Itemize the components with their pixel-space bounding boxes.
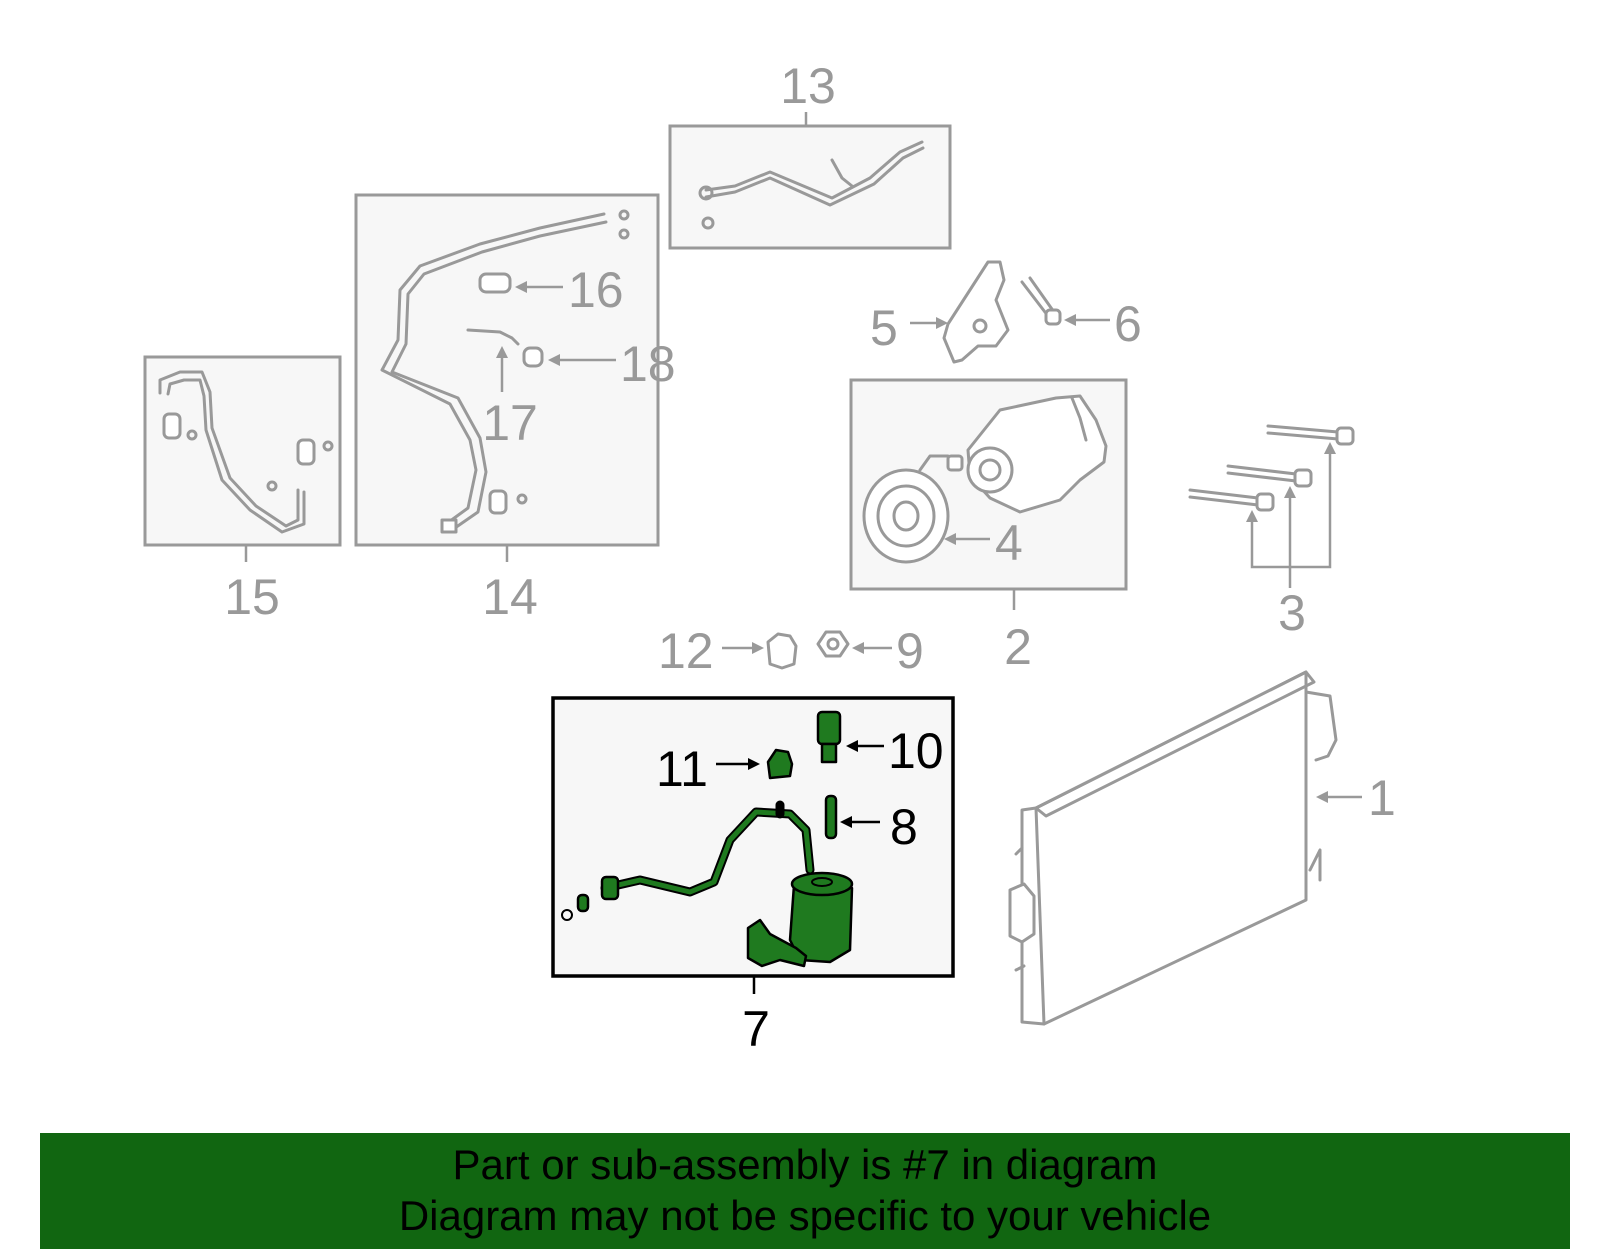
callout-5[interactable]: 5: [870, 300, 898, 356]
banner-line-2: Diagram may not be specific to your vehi…: [398, 1192, 1212, 1239]
part-10-switch: [816, 710, 842, 764]
callout-8[interactable]: 8: [890, 799, 918, 855]
part-5-bracket: [942, 260, 1010, 364]
part-4-clutch: [862, 454, 964, 564]
callout-18[interactable]: 18: [620, 336, 676, 392]
banner-line-1: Part or sub-assembly is #7 in diagram: [452, 1141, 1158, 1188]
part-8-o-ring: [824, 794, 838, 840]
callout-10[interactable]: 10: [888, 723, 944, 779]
callout-6[interactable]: 6: [1114, 296, 1142, 352]
part-3-bolts: [1188, 424, 1355, 512]
part-14-hose: [380, 209, 630, 534]
part-6-bolt: [1020, 276, 1062, 326]
part-12-cap: [766, 632, 798, 670]
part-15-line: [158, 370, 334, 534]
callout-3[interactable]: 3: [1278, 585, 1306, 641]
callout-9[interactable]: 9: [896, 623, 924, 679]
part-9-nut: [816, 630, 850, 658]
part-18-cap: [522, 346, 544, 368]
callout-11[interactable]: 11: [656, 741, 708, 797]
callout-2[interactable]: 2: [1004, 619, 1032, 675]
part-17-valve: [466, 328, 520, 346]
callout-17[interactable]: 17: [482, 395, 538, 451]
part-11-cap: [766, 748, 794, 780]
callout-15[interactable]: 15: [224, 569, 280, 625]
parts-diagram: 13 14 16 17 18 15: [143, 58, 1396, 1057]
callout-12[interactable]: 12: [658, 623, 714, 679]
callout-7[interactable]: 7: [742, 1001, 770, 1057]
callout-4[interactable]: 4: [995, 515, 1023, 571]
part-7-accumulator[interactable]: [561, 800, 854, 968]
part-1-condenser: [1008, 670, 1338, 1026]
callout-1[interactable]: 1: [1368, 770, 1396, 826]
info-banner: Part or sub-assembly is #7 in diagram Di…: [40, 1133, 1570, 1249]
part-13-line: [698, 140, 925, 230]
part-16-switch: [478, 272, 512, 294]
part-14-box[interactable]: [354, 193, 660, 547]
callout-16[interactable]: 16: [568, 262, 624, 318]
part-13-box[interactable]: [668, 124, 952, 250]
callout-14[interactable]: 14: [482, 569, 538, 625]
part-2-compressor: [966, 394, 1108, 514]
callout-13[interactable]: 13: [780, 58, 836, 114]
